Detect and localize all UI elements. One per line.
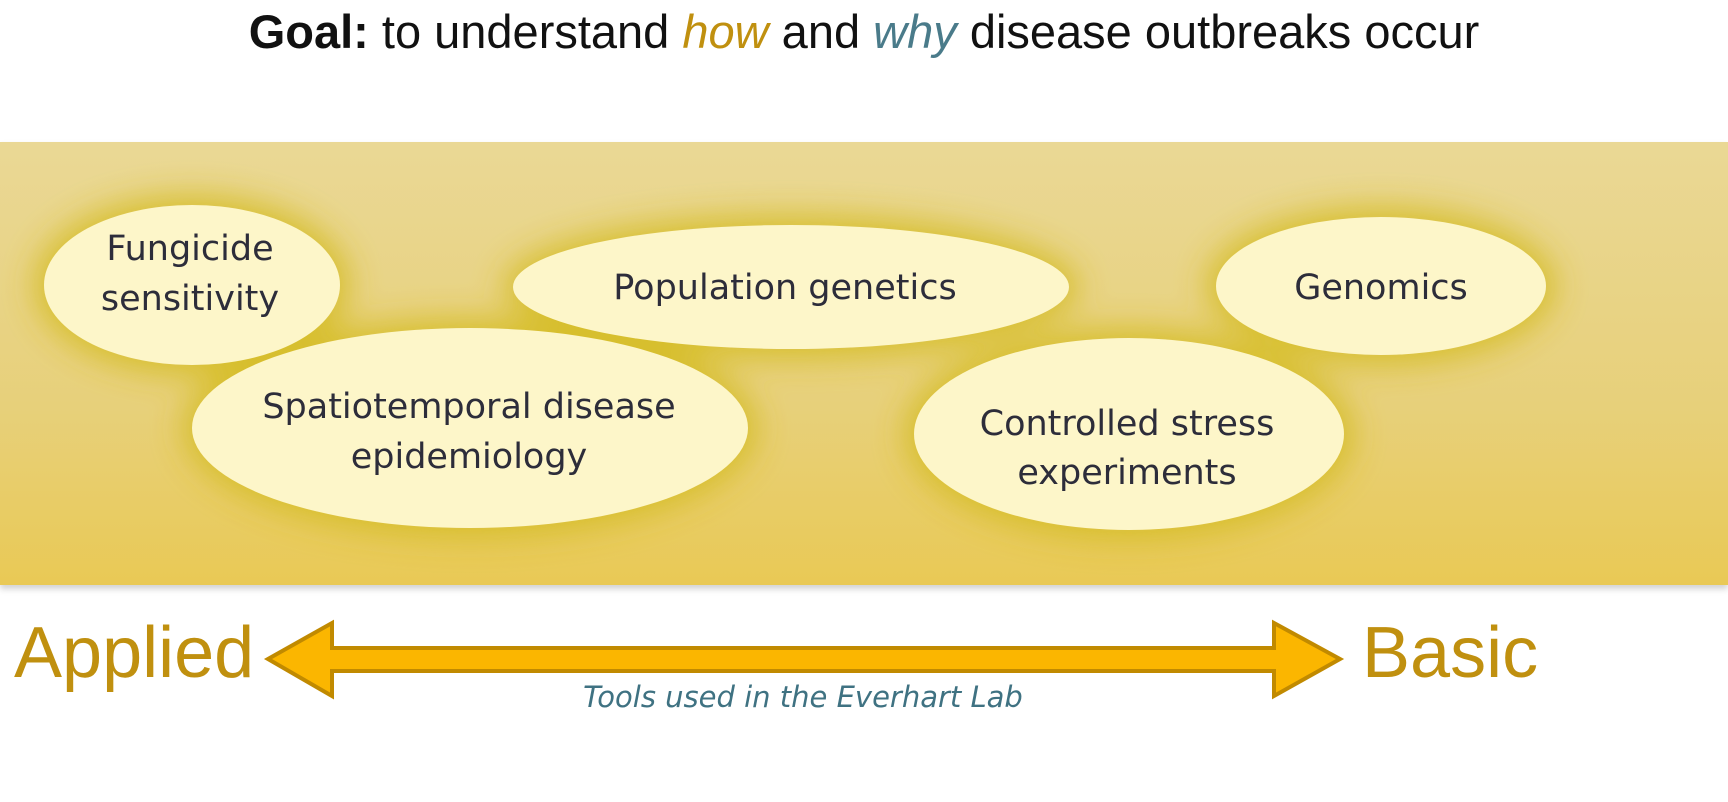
tool-label: Spatiotemporal disease (262, 387, 675, 427)
page-title: Goal: to understand how and why disease … (0, 4, 1728, 59)
title-why: why (873, 5, 957, 58)
tool-label: Genomics (1294, 268, 1468, 308)
tool-label: Controlled stress (980, 404, 1275, 444)
tool-label: Fungicide (106, 229, 273, 269)
double-arrow (263, 619, 1345, 700)
tool-ellipse-genomics (1216, 217, 1546, 355)
tool-label: sensitivity (101, 279, 279, 319)
tool-ellipse-population-genetics (513, 225, 1069, 349)
tool-ellipse-fungicide (44, 205, 340, 365)
tool-label: experiments (1017, 453, 1236, 493)
axis-label-basic: Basic (1362, 613, 1539, 693)
title-how: how (682, 5, 769, 58)
axis-caption: Tools used in the Everhart Lab (583, 680, 1023, 714)
axis-label-applied: Applied (14, 613, 255, 693)
goal-label: Goal: (248, 5, 369, 58)
title-text: disease outbreaks occur (956, 5, 1480, 58)
title-text: to understand (368, 5, 683, 58)
tool-ellipse-controlled-stress (914, 338, 1344, 530)
title-text: and (768, 5, 874, 58)
tool-label: epidemiology (351, 437, 588, 477)
tool-label: Population genetics (613, 268, 956, 308)
tool-ellipse-spatiotemporal (192, 328, 748, 528)
